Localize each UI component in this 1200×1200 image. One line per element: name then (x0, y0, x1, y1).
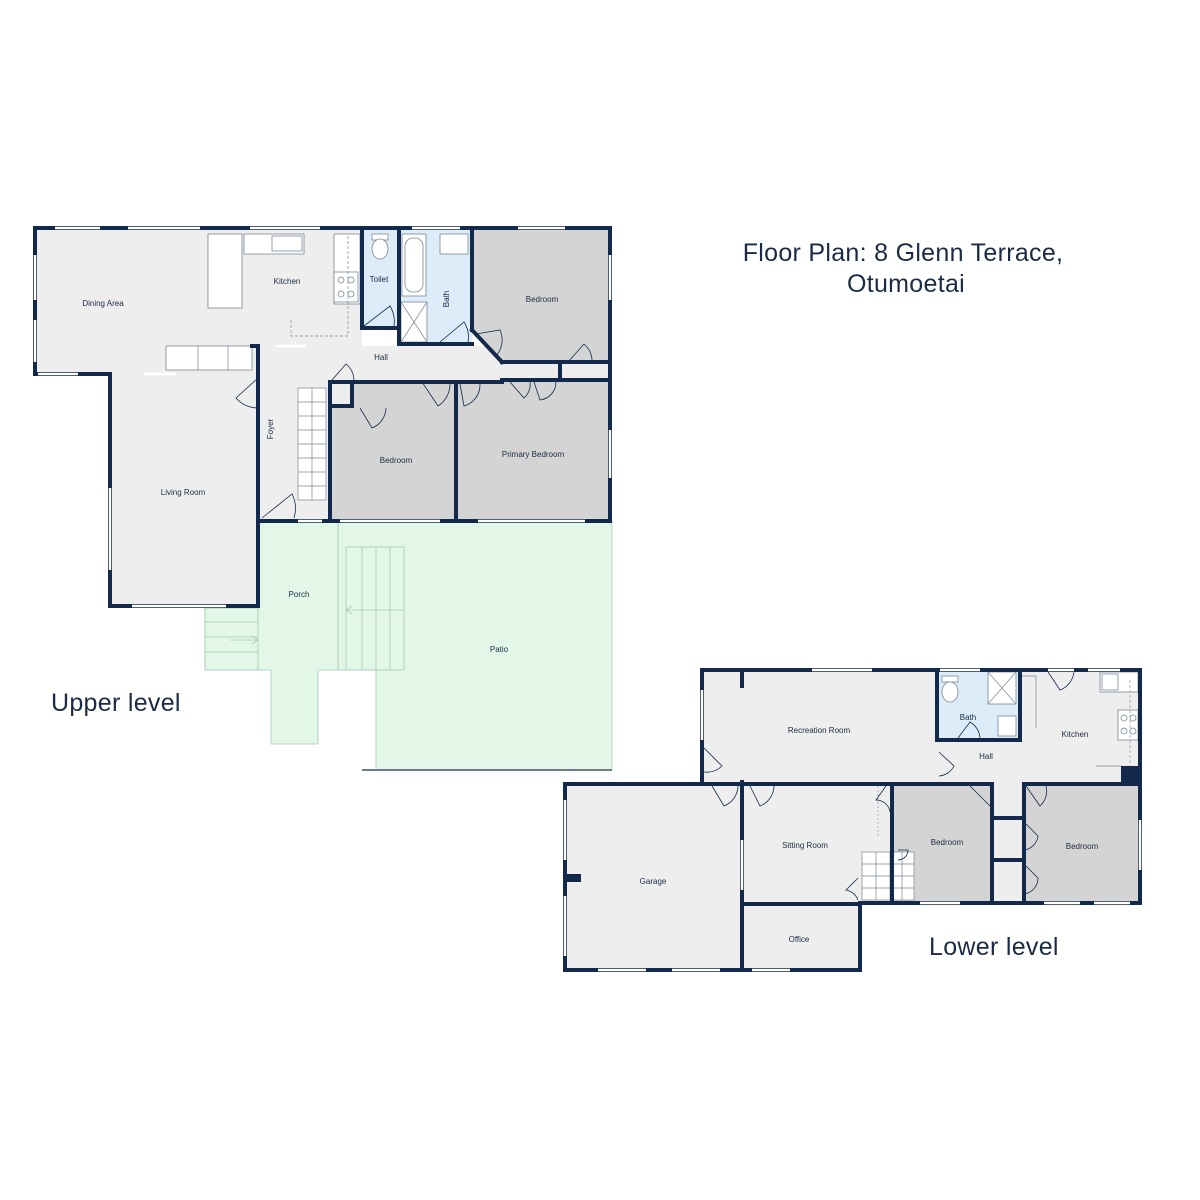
door-swing (845, 877, 859, 901)
lower-doors (703, 671, 1075, 901)
kitchen-counter-outline (290, 234, 349, 337)
vanity-basin-icon (997, 715, 1017, 737)
door-swing (1023, 821, 1039, 851)
stair-icon (297, 387, 327, 501)
lower-column (1121, 766, 1140, 784)
door-swing (533, 381, 557, 401)
lower-main-floor (702, 670, 1140, 970)
main-floor (35, 228, 500, 606)
lower-floors (565, 670, 1140, 970)
toilet-icon (371, 233, 389, 260)
upper-level-plan: Dining Area Kitchen Toilet Bath Bedroom … (33, 226, 613, 771)
room-label-primary-bedroom: Primary Bedroom (502, 450, 565, 459)
door-swing (1025, 785, 1048, 807)
garage-floor (565, 784, 742, 970)
lower-walls (563, 668, 1142, 972)
room-label-garage: Garage (640, 877, 667, 886)
room-label-bedroom-ne: Bedroom (526, 295, 559, 304)
room-label-lower-hall: Hall (979, 752, 993, 761)
cooktop-icon (333, 271, 359, 303)
upper-level-label: Upper level (51, 689, 181, 717)
door-swing (875, 785, 891, 813)
door-swing (331, 363, 355, 381)
upper-room-labels: Dining Area Kitchen Toilet Bath Bedroom … (82, 275, 564, 654)
room-label-bath: Bath (442, 291, 451, 307)
door-swing (749, 785, 775, 807)
lower-kitchen-sink (1101, 673, 1119, 691)
door-swing (1023, 863, 1039, 895)
room-label-patio: Patio (490, 645, 509, 654)
door-swing (439, 321, 469, 343)
patio-floor (337, 520, 613, 771)
garage-post (565, 874, 581, 882)
patio-steps (345, 546, 405, 671)
door-swing (567, 343, 593, 363)
room-label-lower-bedroom-east: Bedroom (1066, 842, 1099, 851)
room-label-lower-bath: Bath (960, 713, 976, 722)
lower-windows (563, 668, 1142, 972)
room-label-lower-bedroom-mid: Bedroom (931, 838, 964, 847)
room-label-sitting-room: Sitting Room (782, 841, 828, 850)
door-swing (1047, 671, 1075, 691)
lower-fixtures (861, 671, 1139, 901)
shower-icon (987, 671, 1017, 705)
room-label-dining-area: Dining Area (82, 299, 124, 308)
door-swing (363, 305, 395, 327)
door-swing (969, 785, 993, 807)
lower-level-plan: Recreation Room Bath Kitchen Hall Garage… (563, 668, 1142, 972)
room-label-recreation-room: Recreation Room (788, 726, 851, 735)
room-label-kitchen: Kitchen (274, 277, 301, 286)
door-swing (703, 747, 723, 773)
upper-windows (33, 226, 612, 608)
door-swing (711, 785, 739, 807)
door-swing (897, 849, 909, 861)
room-label-office: Office (789, 935, 810, 944)
lower-room-labels: Recreation Room Bath Kitchen Hall Garage… (640, 713, 1099, 944)
floor-plan-title-line2: Otumoetai (847, 270, 965, 298)
room-label-porch: Porch (289, 590, 310, 599)
door-swing (475, 329, 503, 357)
lower-level-label: Lower level (929, 933, 1059, 961)
room-label-living-room: Living Room (161, 488, 206, 497)
door-swing (509, 381, 531, 399)
cooktop-icon (1117, 709, 1139, 741)
room-label-hall: Hall (374, 353, 388, 362)
vanity-basin-icon (439, 233, 469, 255)
kitchen-sink (271, 235, 303, 252)
door-swing (459, 383, 481, 407)
room-label-toilet: Toilet (370, 275, 389, 284)
lower-bedroom-east-floor (1024, 786, 1140, 903)
door-swing (235, 377, 259, 409)
kitchen-bench-left (207, 233, 243, 309)
door-swing (261, 493, 296, 519)
upper-doors (235, 305, 593, 519)
hall-strip-floor (500, 362, 610, 382)
door-swing (957, 721, 981, 739)
upper-fixtures (165, 233, 469, 501)
room-label-lower-kitchen: Kitchen (1062, 730, 1089, 739)
room-label-foyer: Foyer (266, 418, 275, 439)
outdoor-areas (204, 520, 613, 771)
bedroom-ne-floor (472, 228, 610, 362)
wardrobe-floor (330, 382, 352, 406)
stair-icon (861, 851, 915, 901)
door-swing (421, 381, 451, 407)
door-swing (359, 407, 387, 429)
shower-icon (400, 301, 428, 343)
primary-bedroom-floor (457, 382, 610, 520)
bathtub-icon (401, 233, 427, 297)
toilet-icon (941, 675, 959, 703)
dining-cabinet (165, 345, 253, 371)
door-swing (938, 751, 955, 777)
room-label-bedroom-mid: Bedroom (380, 456, 413, 465)
floor-plan-title-line1: Floor Plan: 8 Glenn Terrace, (743, 239, 1064, 267)
